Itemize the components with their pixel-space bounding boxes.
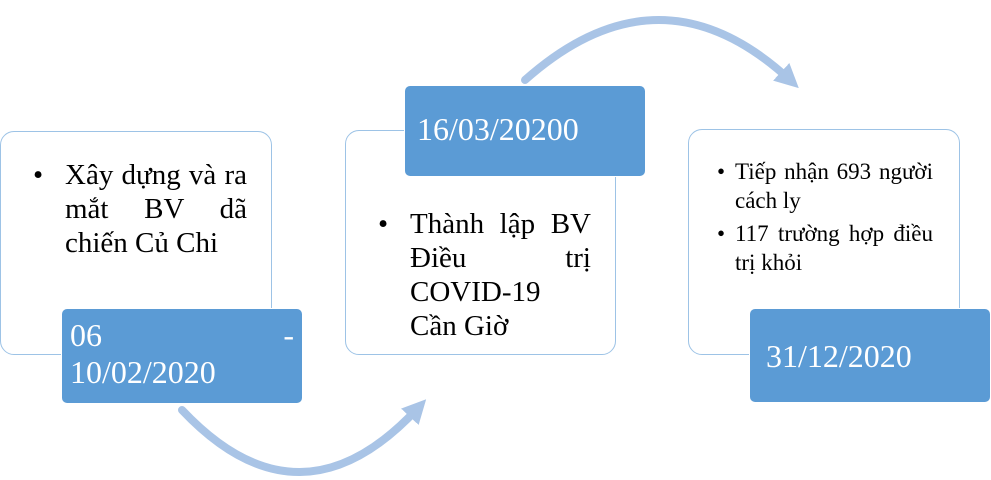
step-1-date-tag: 06 - 10/02/2020: [61, 308, 303, 404]
step-2-bullet-1: Thành lập BV Điều trị COVID-19 Cần Giờ: [370, 207, 591, 343]
step-2-card: Thành lập BV Điều trị COVID-19 Cần Giờ: [345, 130, 616, 355]
step-1-card: Xây dựng và ra mắt BV dã chiến Củ Chi: [0, 131, 272, 355]
step-1-date-dash: -: [283, 317, 294, 353]
step-3-bullet-1: Tiếp nhận 693 người cách ly: [713, 157, 933, 215]
step-2-bullets: Thành lập BV Điều trị COVID-19 Cần Giờ: [370, 207, 591, 343]
step-2-date: 16/03/20200: [417, 111, 579, 147]
step-1-date-start: 06: [70, 317, 102, 353]
curved-arrow-icon: [521, 16, 799, 89]
step-3-bullet-2: 117 trường hợp điều trị khỏi: [713, 219, 933, 277]
step-1-bullets: Xây dựng và ra mắt BV dã chiến Củ Chi: [25, 158, 247, 260]
curved-arrow-icon: [178, 399, 427, 476]
step-3-date: 31/12/2020: [766, 338, 912, 374]
step-2-date-tag: 16/03/20200: [404, 85, 646, 177]
step-3-date-tag: 31/12/2020: [749, 308, 991, 403]
step-3-bullets: Tiếp nhận 693 người cách ly 117 trường h…: [713, 157, 933, 277]
step-3-card: Tiếp nhận 693 người cách ly 117 trường h…: [688, 129, 960, 355]
step-1-bullet-1: Xây dựng và ra mắt BV dã chiến Củ Chi: [25, 158, 247, 260]
step-1-date-end: 10/02/2020: [70, 354, 216, 390]
